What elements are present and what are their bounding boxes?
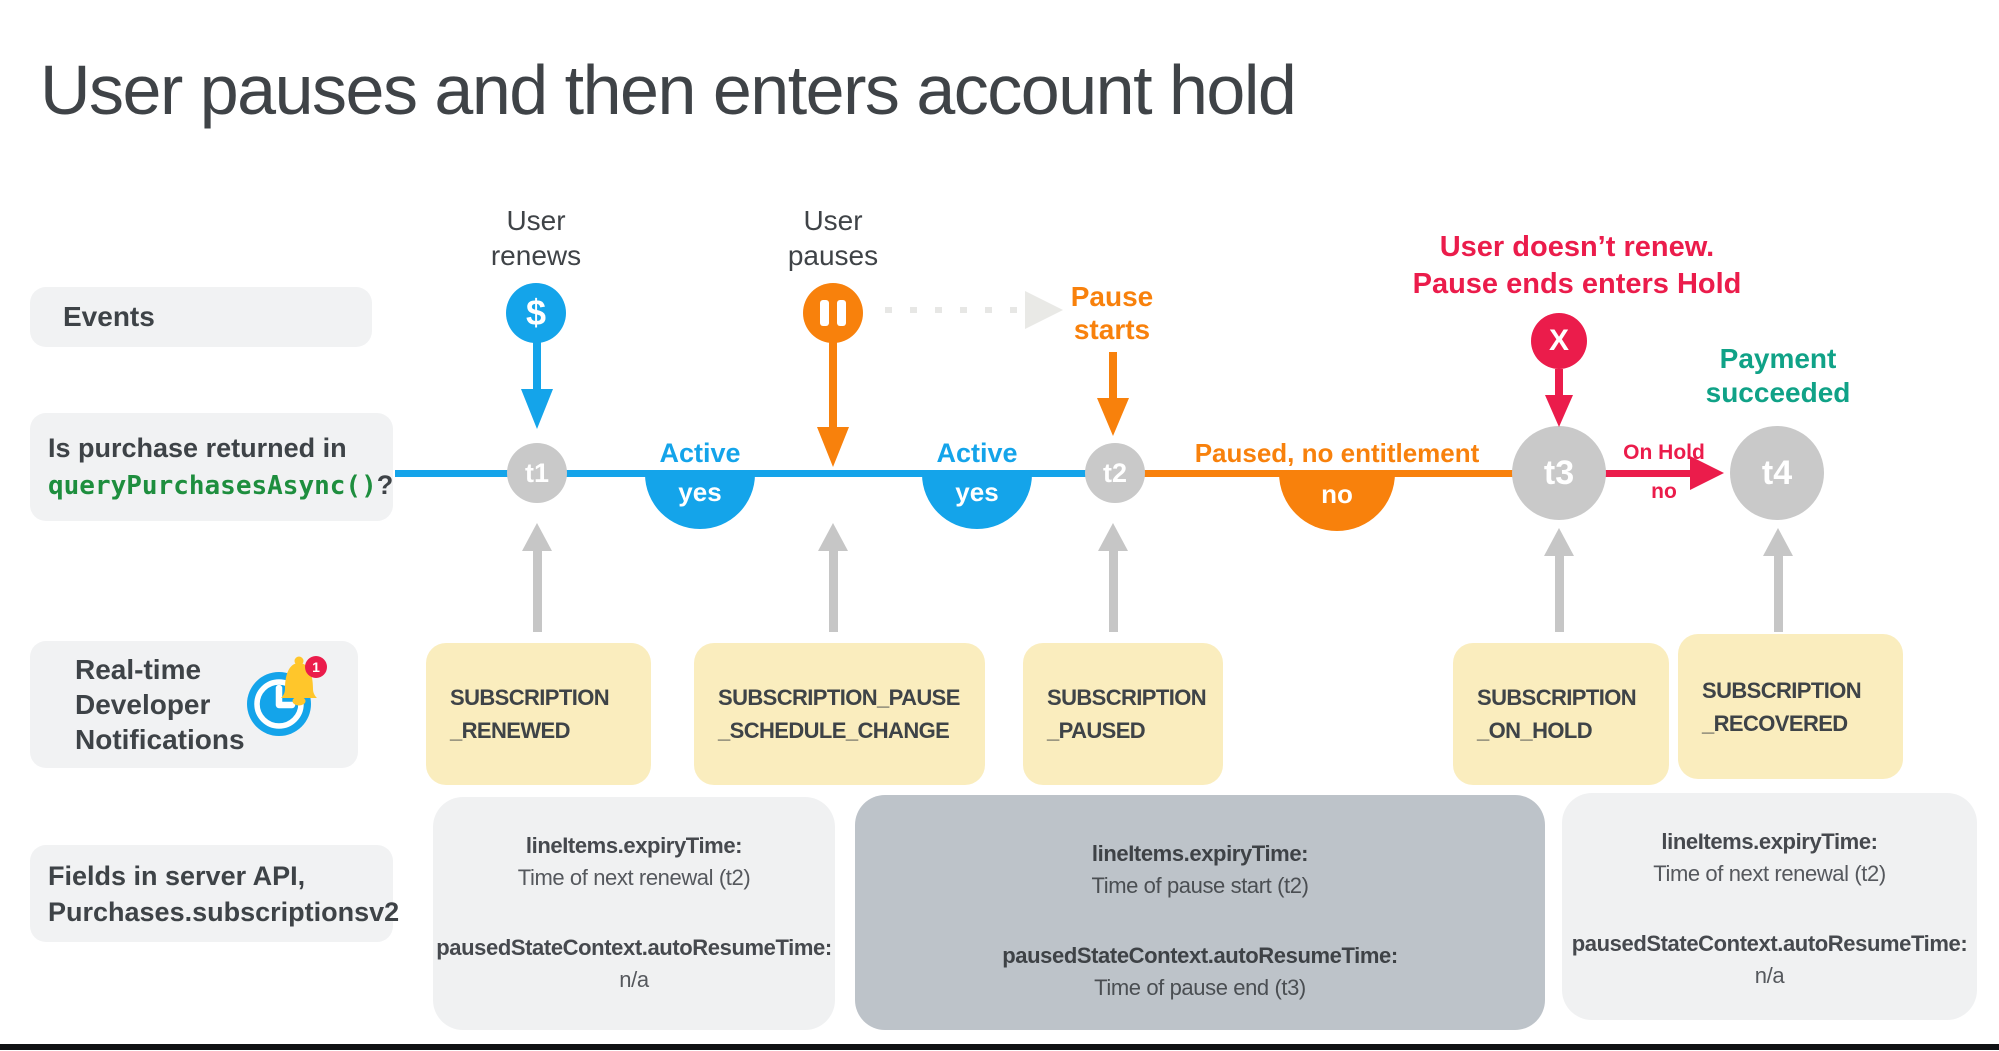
rtdn-label-line2: Developer [75, 689, 211, 720]
api-field: pausedStateContext.autoResumeTime: [436, 935, 832, 960]
event-label-enters-hold: User doesn’t renew. Pause ends enters Ho… [1397, 229, 1757, 303]
user-pauses-line2: pauses [787, 240, 879, 271]
api-value: Time of next renewal (t2) [1653, 861, 1886, 886]
x-icon: X [1531, 313, 1587, 369]
api-value: Time of pause start (t2) [1091, 873, 1309, 898]
row-label-events: Events [30, 287, 372, 347]
pause-starts-down-arrow [1097, 352, 1129, 436]
state-label-active-2: Active [936, 438, 1018, 468]
state-label-paused: Paused, no entitlement [1194, 438, 1480, 468]
rtdn-up-arrow-1 [522, 523, 552, 632]
rtdn-recovered-line1: SUBSCRIPTION [1702, 677, 1862, 703]
rtdn-on-hold-line2: _ON_HOLD [1477, 718, 1593, 743]
enters-hold-line2: Pause ends enters Hold [1412, 268, 1742, 300]
rtdn-paused-line2: _PAUSED [1047, 718, 1146, 743]
question-mark: ? [376, 469, 394, 500]
pause-starts-line1: Pause [1070, 281, 1154, 312]
rtdn-renewed-line2: _RENEWED [450, 718, 570, 743]
api-box-recovered: lineItems.expiryTime: Time of next renew… [1562, 793, 1977, 1020]
rtdn-up-arrow-3 [1098, 523, 1128, 632]
fields-label-line1: Fields in server API, [48, 860, 306, 891]
purchase-question-code-line: queryPurchasesAsync()? [48, 467, 393, 505]
answer-paused: no [1279, 473, 1395, 531]
timeline-hold-arrow-head [1690, 456, 1724, 490]
rtdn-psc-line1: SUBSCRIPTION_PAUSE [718, 685, 960, 710]
dollar-icon: $ [506, 283, 566, 343]
answer-on-hold: no [1651, 480, 1677, 503]
rtdn-psc-line2: _SCHEDULE_CHANGE [718, 718, 950, 743]
pause-icon [803, 283, 863, 343]
api-value: n/a [1754, 963, 1785, 988]
node-t2: t2 [1085, 443, 1145, 503]
pause-starts-line2: starts [1073, 314, 1151, 345]
api-value: n/a [619, 967, 649, 992]
user-renews-line2: renews [490, 240, 582, 271]
event-label-user-renews: User renews [456, 203, 616, 273]
api-field: lineItems.expiryTime: [1091, 841, 1309, 866]
answer-active-1: yes [645, 473, 755, 529]
payment-succeeded-line1: Payment [1719, 343, 1837, 374]
node-t3: t3 [1512, 426, 1606, 520]
rtdn-box-on-hold: SUBSCRIPTION _ON_HOLD [1453, 643, 1669, 785]
state-label-active-1: Active [659, 438, 741, 468]
timeline-hold-arrow-shaft [1604, 470, 1692, 477]
rtdn-box-paused: SUBSCRIPTION _PAUSED [1023, 643, 1223, 785]
code-snippet: queryPurchasesAsync() [48, 470, 377, 501]
fields-label-line2: Purchases.subscriptionsv2 [48, 896, 400, 927]
rtdn-recovered-line2: _RECOVERED [1702, 710, 1848, 736]
node-t4: t4 [1730, 426, 1824, 520]
payment-succeeded-line2: succeeded [1705, 377, 1851, 408]
answer-active-2: yes [922, 473, 1032, 529]
dotted-connector-arrow-head [1025, 291, 1063, 329]
api-value: Time of next renewal (t2) [517, 865, 751, 890]
notification-badge-count: 1 [312, 659, 320, 675]
rtdn-label-line1: Real-time [75, 654, 202, 685]
rtdn-on-hold-line1: SUBSCRIPTION [1477, 685, 1637, 710]
rtdn-up-arrow-5 [1763, 528, 1793, 632]
api-box-paused-highlighted: lineItems.expiryTime: Time of pause star… [855, 795, 1545, 1030]
user-pauses-line1: User [803, 205, 863, 236]
row-label-rtdn: Real-time Developer Notifications 1 [30, 641, 358, 768]
hold-down-arrow [1545, 369, 1573, 427]
rtdn-box-renewed: SUBSCRIPTION _RENEWED [426, 643, 651, 785]
api-field: pausedStateContext.autoResumeTime: [1571, 931, 1968, 956]
rtdn-box-pause-schedule-change: SUBSCRIPTION_PAUSE _SCHEDULE_CHANGE [694, 643, 985, 785]
purchase-question-text: Is purchase returned in [48, 432, 347, 463]
api-box-renewed: lineItems.expiryTime: Time of next renew… [433, 797, 835, 1030]
event-label-user-pauses: User pauses [753, 203, 913, 273]
api-field: pausedStateContext.autoResumeTime: [1002, 943, 1398, 968]
rtdn-up-arrow-4 [1544, 528, 1574, 632]
bottom-border [0, 1044, 1999, 1050]
notification-clock-bell-icon: 1 [247, 656, 327, 736]
enters-hold-line1: User doesn’t renew. [1439, 231, 1715, 263]
state-label-on-hold: On Hold [1623, 441, 1705, 464]
api-value: Time of pause end (t3) [1094, 975, 1306, 1000]
event-label-payment-succeeded: Payment succeeded [1658, 342, 1898, 410]
dotted-connector [885, 307, 1025, 313]
node-t1: t1 [507, 443, 567, 503]
page-title: User pauses and then enters account hold [40, 51, 1297, 129]
event-label-pause-starts: Pause starts [1032, 280, 1192, 346]
rtdn-label-line3: Notifications [75, 724, 245, 755]
pause-down-arrow [817, 341, 849, 467]
api-field: lineItems.expiryTime: [525, 833, 743, 858]
rtdn-paused-line1: SUBSCRIPTION [1047, 685, 1207, 710]
rtdn-up-arrow-2 [818, 523, 848, 632]
renew-down-arrow [521, 341, 553, 429]
row-label-purchase-question: Is purchase returned in queryPurchasesAs… [30, 413, 393, 521]
row-label-fields-api: Fields in server API, Purchases.subscrip… [30, 845, 400, 942]
timeline-active-segment [395, 470, 1115, 477]
rtdn-renewed-line1: SUBSCRIPTION [450, 685, 610, 710]
api-field: lineItems.expiryTime: [1661, 829, 1878, 854]
user-renews-line1: User [506, 205, 566, 236]
rtdn-box-recovered: SUBSCRIPTION _RECOVERED [1678, 634, 1903, 779]
events-label: Events [63, 301, 155, 332]
